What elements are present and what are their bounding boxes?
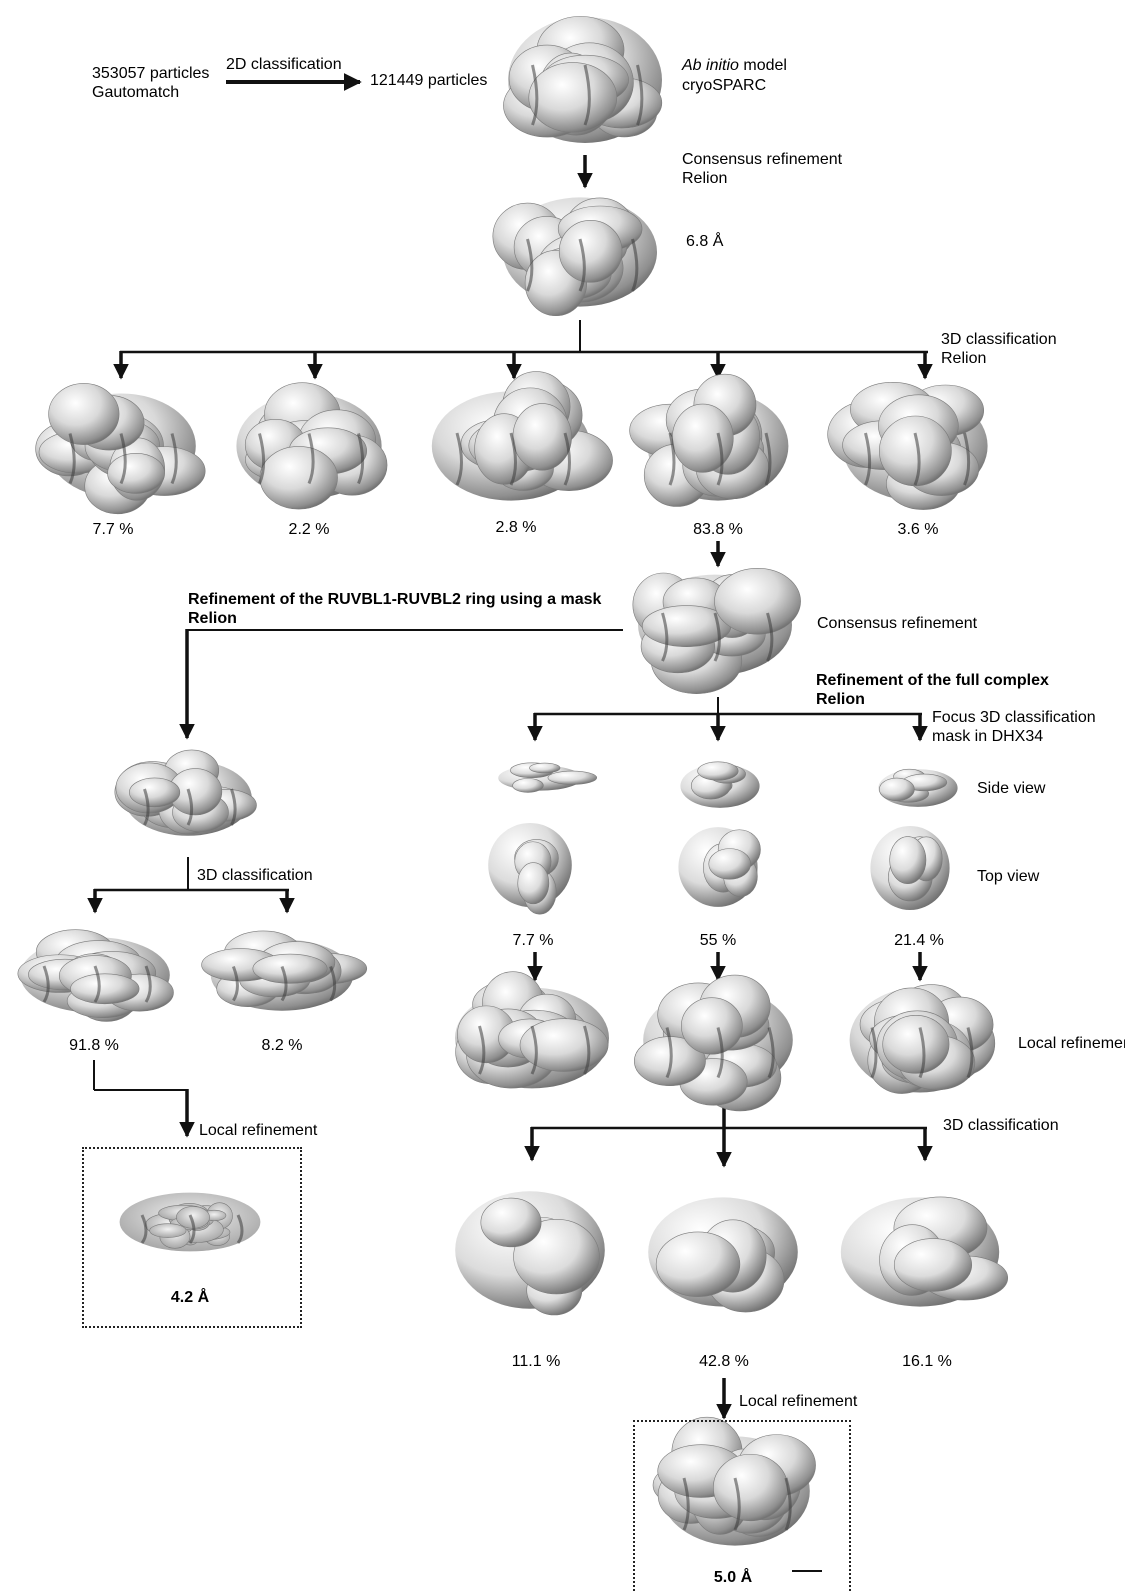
final-local-label: Local refinement: [739, 1392, 857, 1411]
class3d-map-5: [828, 382, 988, 509]
ring-percent-1: 91.8 %: [69, 1036, 119, 1055]
full-local-label: Local refinement: [1018, 1034, 1125, 1053]
class3d-percent-1: 7.7 %: [93, 520, 134, 539]
full-percent2-3: 16.1 %: [902, 1352, 952, 1371]
focus-label-2: mask in DHX34: [932, 727, 1043, 746]
class3d2-map-1: [455, 1191, 605, 1315]
class3d2-map-3: [841, 1197, 1008, 1307]
local-map-3: [850, 985, 995, 1094]
ring-map: [115, 750, 257, 836]
focus-percent-3: 21.4 %: [894, 931, 944, 950]
focus-side-3: [878, 769, 957, 807]
consensus1-map: [493, 197, 657, 315]
ab-initio-label: Ab initio model: [682, 56, 787, 75]
full-percent2-1: 11.1 %: [512, 1352, 561, 1371]
class3d-percent-2: 2.2 %: [289, 520, 330, 539]
focus-top-3: [870, 826, 949, 910]
consensus2-label: Consensus refinement: [817, 614, 977, 633]
class3d2-map-2: [648, 1197, 798, 1312]
step-2d-label: 2D classification: [226, 55, 342, 74]
consensus1-label: Consensus refinement: [682, 150, 842, 169]
class3d-map-3: [432, 372, 613, 501]
ring-percent-2: 8.2 %: [262, 1036, 303, 1055]
class3d-map-1: [36, 383, 206, 513]
full-class-label: 3D classification: [943, 1116, 1059, 1135]
focus-side-2: [680, 762, 759, 808]
side-view-label: Side view: [977, 779, 1045, 798]
focus-top-2: [678, 827, 760, 907]
ring-local-label: Local refinement: [199, 1121, 317, 1140]
class3d-software: Relion: [941, 349, 986, 368]
top-view-label: Top view: [977, 867, 1039, 886]
focus-label-1: Focus 3D classification: [932, 708, 1096, 727]
full-final-map-box: [633, 1420, 851, 1592]
class3d-map-4: [630, 374, 789, 506]
focus-top-1: [488, 823, 572, 914]
class3d-percent-3: 2.8 %: [496, 518, 537, 537]
focus-percent-2: 55 %: [700, 931, 736, 950]
start-particles: 353057 particles: [92, 64, 209, 83]
ring-class-label: 3D classification: [197, 866, 313, 885]
ring-branch-software: Relion: [188, 609, 237, 628]
class3d-percent-5: 3.6 %: [898, 520, 939, 539]
ring-final-resolution: 4.2 Å: [171, 1288, 209, 1307]
step-2d-result: 121449 particles: [370, 71, 487, 90]
class3d-label: 3D classification: [941, 330, 1057, 349]
ab-initio-italic: Ab initio: [682, 57, 739, 74]
ab-initio-rest: model: [739, 57, 787, 74]
ring-class-map-2: [202, 931, 367, 1011]
ab-initio-map: [503, 16, 662, 143]
full-branch-software: Relion: [816, 690, 865, 709]
class3d-map-2: [236, 383, 387, 509]
local-map-1: [455, 972, 609, 1089]
ring-class-map-1: [18, 930, 174, 1022]
ab-initio-software: cryoSPARC: [682, 76, 766, 95]
full-final-resolution: 5.0 Å: [714, 1568, 752, 1587]
start-picker: Gautomatch: [92, 83, 179, 102]
consensus1-software: Relion: [682, 169, 727, 188]
consensus1-resolution: 6.8 Å: [686, 232, 723, 251]
ring-branch-title: Refinement of the RUVBL1-RUVBL2 ring usi…: [188, 590, 601, 609]
class3d-percent-4: 83.8 %: [693, 520, 743, 539]
focus-percent-1: 7.7 %: [513, 931, 554, 950]
consensus2-map: [633, 568, 801, 693]
local-map-2: [634, 975, 792, 1111]
full-branch-title: Refinement of the full complex: [816, 671, 1049, 690]
full-percent2-2: 42.8 %: [699, 1352, 749, 1371]
focus-side-1: [498, 763, 597, 793]
